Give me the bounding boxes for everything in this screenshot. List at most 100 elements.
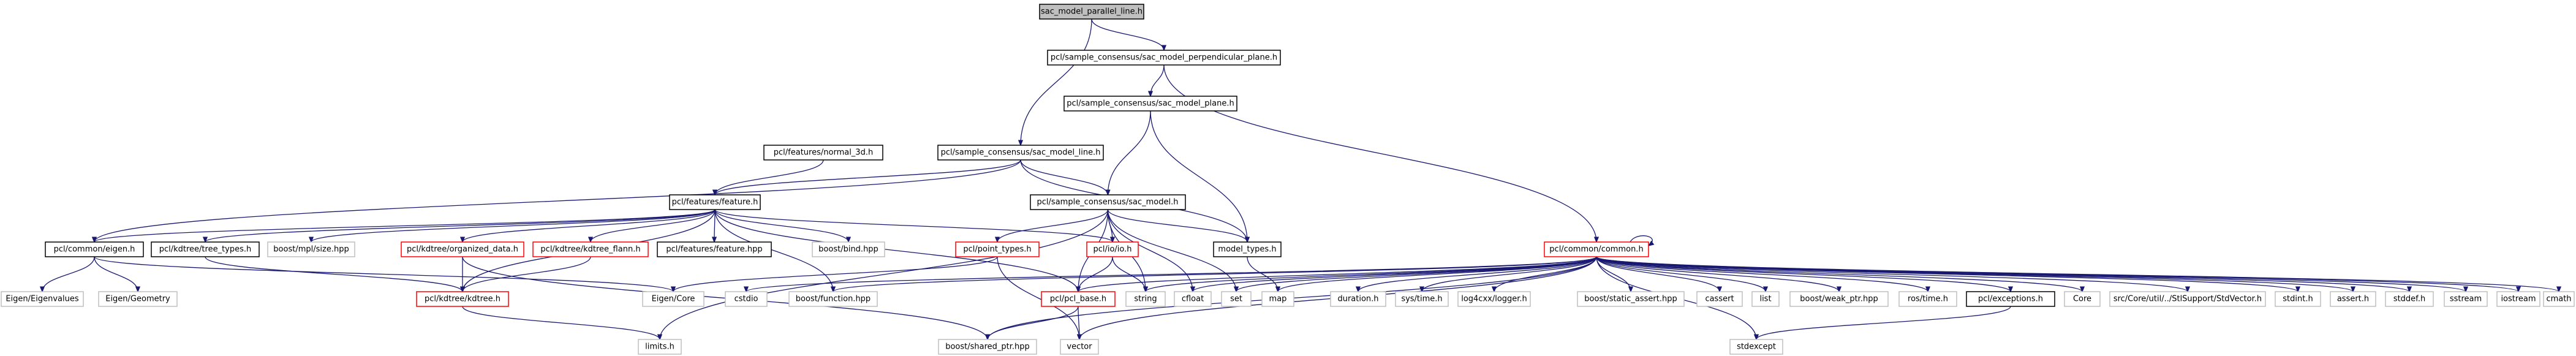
svg-text:pcl/sample_consensus/sac_model: pcl/sample_consensus/sac_model_perpendic… bbox=[1051, 53, 1277, 62]
svg-text:pcl/sample_consensus/sac_model: pcl/sample_consensus/sac_model_line.h bbox=[941, 148, 1101, 157]
node-map[interactable]: map bbox=[1261, 291, 1294, 307]
node-point-types[interactable]: pcl/point_types.h bbox=[955, 241, 1040, 257]
node-sac-model-h[interactable]: pcl/sample_consensus/sac_model.h bbox=[1030, 194, 1186, 210]
node-boost-mpl-size[interactable]: boost/mpl/size.hpp bbox=[267, 241, 355, 257]
node-normal-3d[interactable]: pcl/features/normal_3d.h bbox=[763, 145, 883, 161]
edge-common-to-rostime bbox=[1596, 256, 1928, 292]
edge-common-to-asserth bbox=[1596, 256, 2353, 292]
svg-text:model_types.h: model_types.h bbox=[1218, 245, 1276, 254]
node-sstream[interactable]: sstream bbox=[2444, 291, 2488, 307]
edge-pclbase-to-sharedptr bbox=[988, 306, 1079, 339]
node-log4cxx-logger[interactable]: log4cxx/logger.h bbox=[1457, 291, 1531, 307]
edge-plane-to-modeltypes bbox=[1150, 110, 1247, 242]
svg-text:pcl/point_types.h: pcl/point_types.h bbox=[963, 245, 1031, 254]
node-vector[interactable]: vector bbox=[1060, 339, 1099, 355]
node-common-h[interactable]: pcl/common/common.h bbox=[1544, 241, 1649, 257]
node-sac-model-line[interactable]: pcl/sample_consensus/sac_model_line.h bbox=[937, 145, 1104, 161]
node-model-types[interactable]: model_types.h bbox=[1213, 241, 1282, 257]
edge-common-to-systime bbox=[1422, 256, 1597, 292]
node-sac-model-parallel-line[interactable]: sac_model_parallel_line.h bbox=[1039, 4, 1144, 20]
node-boost-weak-ptr[interactable]: boost/weak_ptr.hpp bbox=[1789, 291, 1889, 307]
svg-text:vector: vector bbox=[1067, 343, 1092, 352]
node-feature-h[interactable]: pcl/features/feature.h bbox=[669, 194, 761, 210]
node-duration[interactable]: duration.h bbox=[1330, 291, 1386, 307]
node-stddef[interactable]: stddef.h bbox=[2385, 291, 2434, 307]
node-feature-hpp[interactable]: pcl/features/feature.hpp bbox=[657, 241, 772, 257]
svg-text:log4cxx/logger.h: log4cxx/logger.h bbox=[1461, 295, 1527, 304]
svg-text:boost/function.hpp: boost/function.hpp bbox=[796, 295, 871, 304]
svg-text:duration.h: duration.h bbox=[1337, 295, 1378, 304]
node-kdtree-flann[interactable]: pcl/kdtree/kdtree_flann.h bbox=[532, 241, 649, 257]
svg-text:pcl/kdtree/tree_types.h: pcl/kdtree/tree_types.h bbox=[159, 245, 252, 254]
node-limits-h[interactable]: limits.h bbox=[638, 339, 682, 355]
node-boost-shared-ptr[interactable]: boost/shared_ptr.hpp bbox=[938, 339, 1037, 355]
svg-text:string: string bbox=[1134, 295, 1157, 304]
svg-text:pcl/kdtree/kdtree_flann.h: pcl/kdtree/kdtree_flann.h bbox=[540, 245, 640, 254]
node-common-eigen[interactable]: pcl/common/eigen.h bbox=[45, 241, 144, 257]
node-stdexcept[interactable]: stdexcept bbox=[1729, 339, 1783, 355]
node-eigen-eigenvalues[interactable]: Eigen/Eigenvalues bbox=[1, 291, 84, 307]
node-cstdio[interactable]: cstdio bbox=[725, 291, 768, 307]
node-iostream[interactable]: iostream bbox=[2496, 291, 2540, 307]
node-kdtree-h[interactable]: pcl/kdtree/kdtree.h bbox=[416, 291, 509, 307]
node-boost-static-assert[interactable]: boost/static_assert.hpp bbox=[1577, 291, 1685, 307]
node-boost-function[interactable]: boost/function.hpp bbox=[788, 291, 878, 307]
svg-text:pcl/io/io.h: pcl/io/io.h bbox=[1093, 245, 1131, 254]
node-sys-time[interactable]: sys/time.h bbox=[1395, 291, 1449, 307]
svg-text:pcl/kdtree/kdtree.h: pcl/kdtree/kdtree.h bbox=[425, 295, 500, 304]
node-io-io[interactable]: pcl/io/io.h bbox=[1086, 241, 1139, 257]
edge-common-to-stlvector bbox=[1596, 256, 2188, 292]
node-kdtree-organized-data[interactable]: pcl/kdtree/organized_data.h bbox=[401, 241, 524, 257]
node-assert-h[interactable]: assert.h bbox=[2330, 291, 2376, 307]
edge-common-to-pclbase bbox=[1078, 256, 1597, 292]
svg-text:src/Core/util/../StlSupport/St: src/Core/util/../StlSupport/StdVector.h bbox=[2113, 295, 2262, 304]
svg-text:pcl/pcl_base.h: pcl/pcl_base.h bbox=[1050, 295, 1106, 304]
edge-eigen-to-eigenvalues bbox=[42, 256, 95, 292]
edge-common-to-set bbox=[1236, 256, 1597, 292]
edge-common-to-function bbox=[833, 256, 1597, 292]
node-kdtree-tree-types[interactable]: pcl/kdtree/tree_types.h bbox=[151, 241, 260, 257]
edge-perp-to-common bbox=[1163, 64, 1596, 242]
node-core[interactable]: Core bbox=[2064, 291, 2101, 307]
node-ros-time[interactable]: ros/time.h bbox=[1898, 291, 1957, 307]
node-sac-model-perpendicular-plane[interactable]: pcl/sample_consensus/sac_model_perpendic… bbox=[1047, 50, 1281, 66]
edge-normal3d-to-feature bbox=[715, 159, 824, 195]
node-pcl-exceptions[interactable]: pcl/exceptions.h bbox=[1966, 291, 2055, 307]
node-string[interactable]: string bbox=[1125, 291, 1166, 307]
svg-text:cstdio: cstdio bbox=[735, 295, 758, 304]
edge-feature-to-flann bbox=[591, 209, 716, 242]
node-sac-model-plane[interactable]: pcl/sample_consensus/sac_model_plane.h bbox=[1063, 96, 1237, 112]
edge-eigen-to-geometry bbox=[94, 256, 138, 292]
edge-common-self-loop bbox=[1630, 235, 1652, 246]
svg-text:assert.h: assert.h bbox=[2337, 295, 2369, 304]
svg-text:pcl/features/feature.h: pcl/features/feature.h bbox=[672, 198, 758, 207]
svg-text:sstream: sstream bbox=[2450, 295, 2482, 304]
svg-text:boost/bind.hpp: boost/bind.hpp bbox=[818, 245, 878, 254]
node-cmath[interactable]: cmath bbox=[2543, 291, 2575, 307]
svg-text:Eigen/Eigenvalues: Eigen/Eigenvalues bbox=[6, 295, 79, 304]
edge-sacmodel-to-cfloat bbox=[1107, 209, 1193, 292]
node-set[interactable]: set bbox=[1221, 291, 1252, 307]
dependency-edges bbox=[42, 18, 2559, 339]
edge-sacmodel-to-set bbox=[1107, 209, 1237, 292]
edge-common-to-cmath bbox=[1596, 256, 2559, 292]
edge-root-to-line bbox=[1021, 18, 1092, 145]
edge-treetypes-to-kdtree bbox=[205, 256, 463, 292]
node-cfloat[interactable]: cfloat bbox=[1174, 291, 1212, 307]
svg-text:limits.h: limits.h bbox=[645, 343, 674, 352]
node-eigen-core[interactable]: Eigen/Core bbox=[642, 291, 704, 307]
node-boost-bind[interactable]: boost/bind.hpp bbox=[812, 241, 885, 257]
node-pcl-base[interactable]: pcl/pcl_base.h bbox=[1041, 291, 1116, 307]
node-stdint[interactable]: stdint.h bbox=[2275, 291, 2321, 307]
edge-root-to-perp bbox=[1091, 18, 1164, 50]
edge-common-to-cassert bbox=[1596, 256, 1720, 292]
edge-line-to-sacmodel bbox=[1020, 159, 1108, 195]
node-stl-std-vector[interactable]: src/Core/util/../StlSupport/StdVector.h bbox=[2109, 291, 2266, 307]
svg-text:stdexcept: stdexcept bbox=[1737, 343, 1776, 352]
node-list[interactable]: list bbox=[1751, 291, 1780, 307]
node-eigen-geometry[interactable]: Eigen/Geometry bbox=[98, 291, 178, 307]
svg-text:pcl/common/eigen.h: pcl/common/eigen.h bbox=[54, 245, 135, 254]
node-cassert[interactable]: cassert bbox=[1696, 291, 1743, 307]
svg-text:pcl/sample_consensus/sac_model: pcl/sample_consensus/sac_model.h bbox=[1037, 198, 1179, 207]
